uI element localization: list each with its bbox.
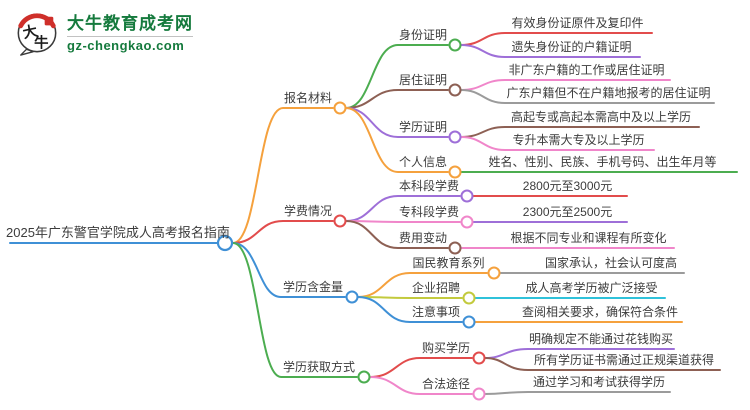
leaf-zhuanke-jiage: 2300元至2500元 — [522, 205, 613, 219]
edge-b3-c0-l1 — [484, 357, 721, 371]
connector-b3-c0 — [472, 351, 486, 365]
site-logo: 大 牛 大牛教育成考网 gz-chengkao.com — [14, 10, 193, 56]
connector-b2 — [345, 290, 359, 304]
site-name: 大牛教育成考网 — [67, 13, 193, 33]
edge-b0-c1 — [345, 89, 449, 109]
connector-b0-c1 — [448, 83, 462, 97]
node-goumai-xueli: 购买学历 — [421, 341, 470, 355]
leaf-buneng-goumai: 明确规定不能通过花钱购买 — [528, 332, 673, 346]
leaf-chayue-yaoqiu: 查阅相关要求，确保符合条件 — [521, 305, 678, 319]
edge-branch-1 — [232, 220, 334, 244]
leaf-youxiao-shenfenzheng: 有效身份证原件及复印件 — [511, 16, 644, 30]
connector-b3-c1 — [472, 387, 486, 401]
node-qiye-zhaopin: 企业招聘 — [411, 281, 460, 295]
connector-b1-c1 — [460, 215, 474, 229]
leaf-guojia-chengren: 国家承认，社会认可度高 — [544, 256, 677, 270]
connector-b2-c0 — [487, 266, 501, 280]
leaf-yishi-shenfenzheng: 遗失身份证的户籍证明 — [511, 40, 632, 54]
connector-b0-c2 — [448, 130, 462, 144]
node-juzhu-zhengming: 居住证明 — [398, 73, 447, 87]
edge-branch-2 — [232, 242, 346, 298]
edge-b2-c1 — [357, 296, 463, 299]
edge-b0-c2 — [345, 107, 449, 138]
edge-b0-c1-l1 — [460, 89, 715, 104]
node-shenfen-zhengming: 身份证明 — [398, 28, 447, 42]
edge-b1-c1 — [345, 220, 461, 223]
badge-seal — [44, 16, 54, 26]
edge-b3-c1-l0 — [484, 391, 671, 395]
root-node: 2025年广东警官学院成人高考报名指南 — [6, 225, 230, 240]
connector-b1-c0 — [460, 189, 474, 203]
leaf-zhenggui-qudao: 所有学历证书需通过正规渠道获得 — [533, 353, 714, 367]
node-guomin-jiaoyu: 国民教育系列 — [412, 256, 485, 270]
leaf-gaoqizhuan-xueli: 高起专或高起本需高中及以上学历 — [510, 110, 691, 124]
edge-b0-c3 — [345, 107, 449, 173]
edge-b0-c0-l1 — [460, 44, 641, 58]
leaf-guangfan-jieshou: 成人高考学历被广泛接受 — [525, 281, 658, 295]
leaf-feiguangdong-huji: 非广东户籍的工作或居住证明 — [508, 63, 665, 77]
connector-b0-c3 — [448, 165, 462, 179]
leaf-benke-jiage: 2800元至3000元 — [522, 179, 613, 193]
connector-b2-c2 — [462, 315, 476, 329]
site-url: gz-chengkao.com — [67, 35, 193, 53]
leaf-feiyong-bianhua: 根据不同专业和课程有所变化 — [510, 231, 667, 245]
edge-b3-c0 — [369, 357, 473, 378]
node-zhuyi-shixiang: 注意事项 — [411, 305, 460, 319]
connector-b0-c0 — [448, 38, 462, 52]
connector-b3 — [357, 370, 371, 384]
node-benke-xuefei: 本科段学费 — [398, 179, 459, 193]
node-zhuanke-xuefei: 专科段学费 — [398, 205, 459, 219]
branch-xuefei-qingkuang: 学费情况 — [283, 204, 332, 218]
badge-char-2: 牛 — [34, 33, 48, 51]
edge-b1-c2 — [345, 220, 449, 249]
edge-branch-3 — [232, 242, 358, 378]
branch-xueli-hanjinliang: 学历含金量 — [282, 280, 343, 294]
edge-branch-0 — [232, 107, 334, 244]
leaf-xuexi-kaoshi: 通过学习和考试获得学历 — [532, 375, 665, 389]
badge-char-1: 大 — [21, 21, 39, 42]
leaf-guangdong-huji: 广东户籍但不在户籍地报考的居住证明 — [506, 86, 711, 100]
node-hefa-tujing: 合法途径 — [421, 377, 470, 391]
logo-text-block: 大牛教育成考网 gz-chengkao.com — [67, 14, 193, 53]
node-geren-xinxi: 个人信息 — [398, 155, 447, 169]
node-feiyong-biandong: 费用变动 — [398, 231, 447, 245]
badge-bubble-tail — [20, 48, 34, 56]
leaf-zhuanshengben-xueli: 专升本需大专及以上学历 — [512, 133, 645, 147]
branch-xueli-huoqu: 学历获取方式 — [282, 360, 355, 374]
root-connector — [216, 234, 234, 252]
edge-b0-c2-l1 — [460, 136, 655, 151]
edge-b3-c1 — [369, 376, 473, 395]
leaf-xingming-xinxi: 姓名、性别、民族、手机号码、出生年月等 — [488, 155, 717, 169]
connector-b1-c2 — [448, 241, 462, 255]
daniu-badge-icon: 大 牛 — [17, 13, 57, 56]
branch-baoming-cailiao: 报名材料 — [283, 91, 332, 105]
edge-b0-c0 — [345, 44, 449, 109]
node-xueli-zhengming: 学历证明 — [398, 120, 447, 134]
connector-b1 — [333, 214, 347, 228]
connector-b2-c1 — [462, 291, 476, 305]
connector-b0 — [333, 101, 347, 115]
edge-b2-c2 — [357, 296, 463, 323]
